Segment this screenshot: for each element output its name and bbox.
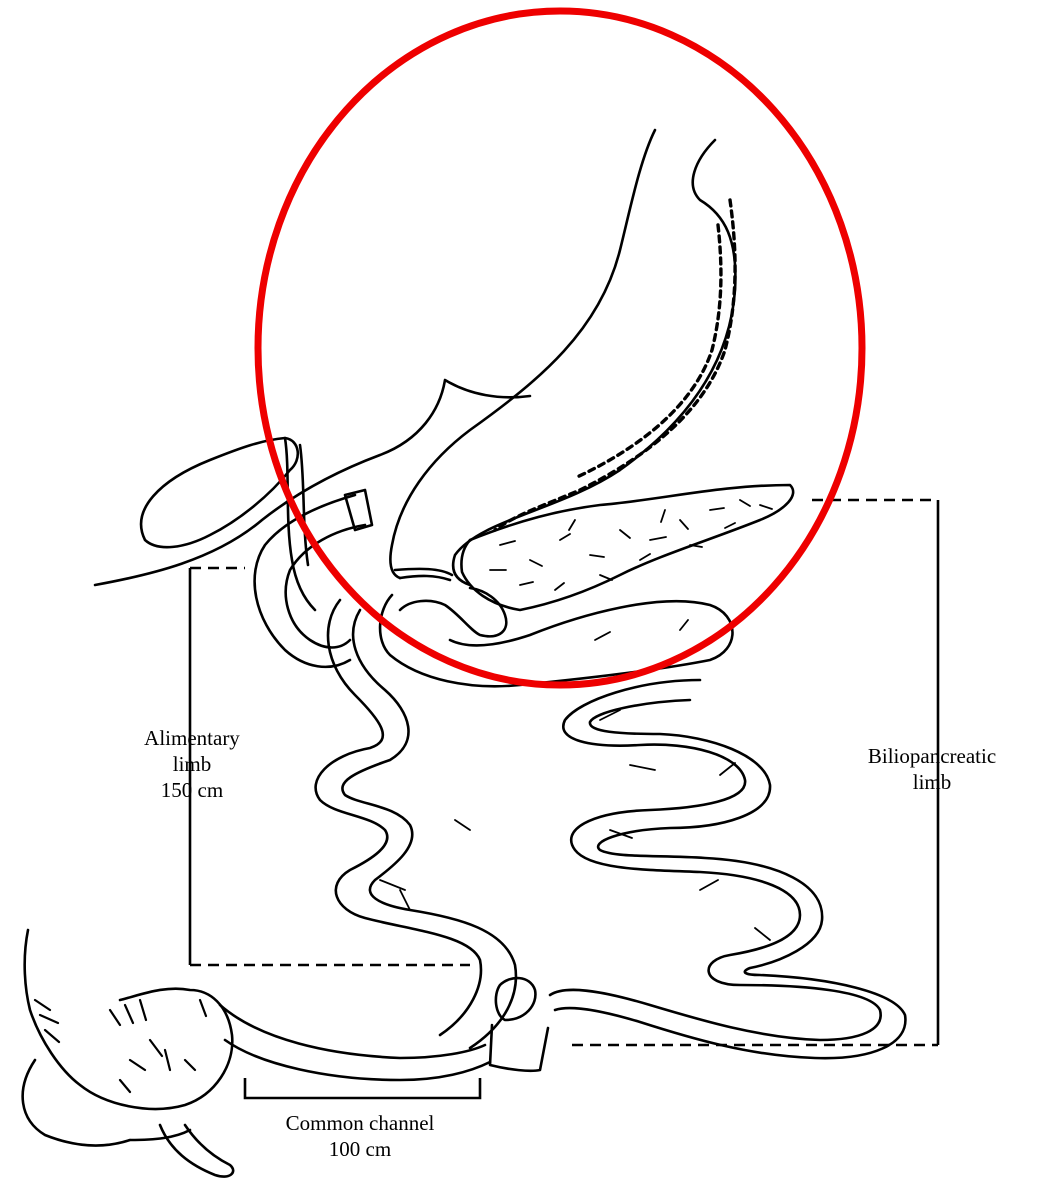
biliopancreatic-limb — [550, 680, 905, 1058]
bilio-label-line2: limb — [842, 769, 1022, 795]
common-label-line1: Common channel — [250, 1110, 470, 1136]
biliopancreatic-limb-label: Biliopancreatic limb — [842, 743, 1022, 795]
pancreas-texture — [490, 500, 772, 590]
common-label-line2: 100 cm — [250, 1136, 470, 1162]
liver-edge — [95, 380, 530, 585]
appendix — [160, 1125, 233, 1177]
staple-line — [495, 200, 735, 530]
duodenum — [255, 495, 365, 667]
pancreas — [461, 485, 793, 610]
alimentary-label-line3: 150 cm — [112, 777, 272, 803]
bilio-label-line1: Biliopancreatic — [842, 743, 1022, 769]
pouch-outlet — [395, 569, 452, 580]
common-channel-label: Common channel 100 cm — [250, 1110, 470, 1162]
gastric-pouch — [390, 130, 735, 585]
common-channel — [220, 1005, 490, 1080]
roux-anastomosis-loop — [380, 588, 732, 686]
distal-limb-segment — [490, 1025, 548, 1071]
alimentary-label-line1: Alimentary — [112, 725, 272, 751]
cecum-hatching — [35, 1000, 206, 1092]
highlight-circle — [258, 11, 862, 685]
alimentary-limb-label: Alimentary limb 150 cm — [112, 725, 272, 803]
bowel-vessels — [380, 620, 770, 940]
alimentary-limb — [316, 600, 516, 1048]
staple-line-inner — [575, 225, 721, 478]
common-channel-bracket — [245, 1078, 480, 1098]
alimentary-label-line2: limb — [112, 751, 272, 777]
